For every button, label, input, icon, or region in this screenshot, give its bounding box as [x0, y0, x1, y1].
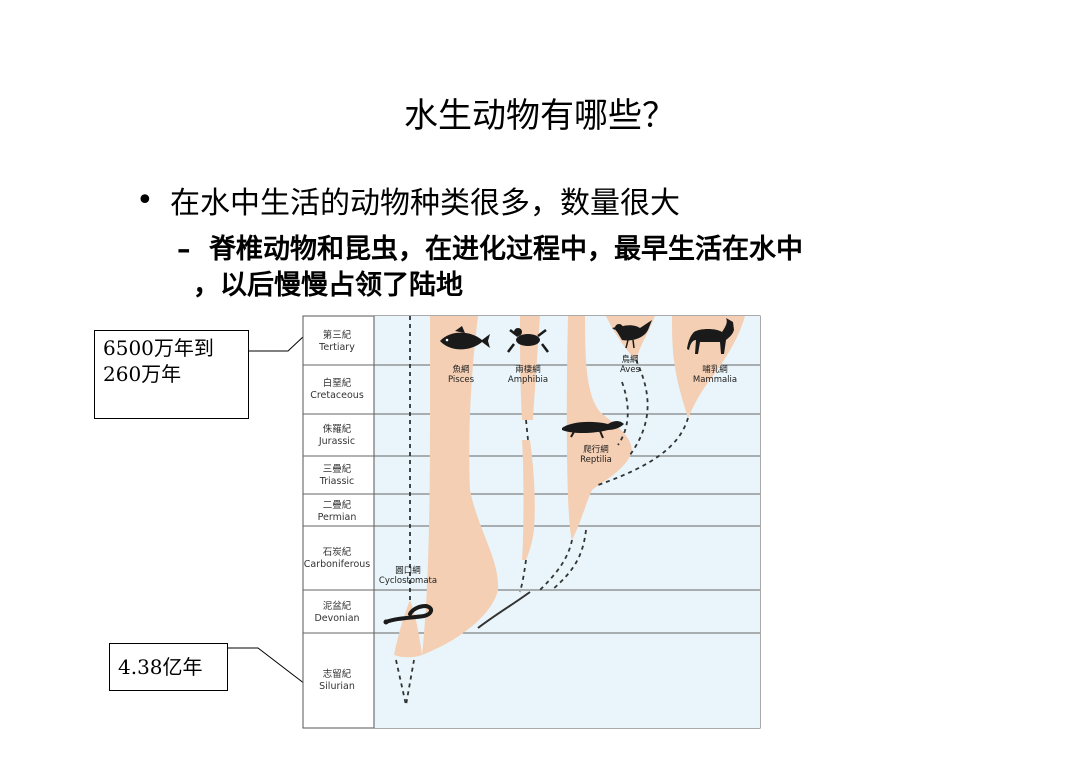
pisces-branch: [422, 316, 499, 655]
period-label-en: Triassic: [319, 476, 355, 487]
period-label-zh: 泥盆紀: [323, 600, 352, 612]
class-label-zh: 爬行綱: [583, 444, 609, 455]
class-label-zh: 圓口綱: [395, 565, 421, 576]
amphibia-origin-lineage: [519, 559, 527, 593]
period-label-zh: 白堊紀: [323, 377, 352, 389]
class-label-en: Aves: [620, 365, 641, 375]
period-label-zh: 第三紀: [323, 329, 352, 341]
tetrapod-origin-line: [477, 591, 531, 629]
class-label-zh: 鳥綱: [621, 354, 638, 365]
bullet-item: • 在水中生活的动物种类很多，数量很大: [136, 178, 680, 222]
callout-silurian-age: 4.38亿年: [109, 643, 228, 691]
mammal-lineage: [597, 417, 689, 486]
class-label-zh: 哺乳綱: [702, 364, 728, 375]
reptile-origin-lineage-2: [551, 529, 587, 591]
amphibia-branch-lower: [522, 440, 535, 560]
period-label-zh: 侏羅紀: [323, 423, 352, 435]
sub-bullet-dash: –: [177, 234, 191, 265]
class-label-en: Cyclostomata: [379, 576, 437, 586]
bullet-text: 在水中生活的动物种类很多，数量很大: [170, 186, 680, 221]
period-label-en: Carboniferous: [304, 559, 371, 570]
period-label-zh: 石炭紀: [323, 546, 352, 558]
period-label-en: Silurian: [319, 681, 355, 692]
period-label-en: Devonian: [314, 613, 359, 624]
aves-lineage: [629, 359, 649, 456]
horse-icon: [687, 318, 734, 354]
sub-bullet-line2: ，以后慢慢占领了陆地: [193, 270, 463, 301]
class-label-zh: 兩棲綱: [515, 364, 541, 375]
callout-bottom-leader: [228, 647, 306, 685]
sub-bullet-line1: 脊椎动物和昆虫，在进化过程中，最早生活在水中: [209, 234, 803, 265]
callout-tertiary-age: 6500万年到 260万年: [94, 330, 249, 419]
sub-bullet: –脊椎动物和昆虫，在进化过程中，最早生活在水中 ，以后慢慢占领了陆地: [177, 232, 803, 304]
callout-top-line1: 6500万年到: [103, 336, 214, 360]
lamprey-icon: [383, 603, 433, 625]
callout-top-leader: [249, 335, 305, 352]
bullet-dot: •: [136, 182, 154, 218]
callout-top-line2: 260万年: [103, 362, 182, 386]
callout-bottom-text: 4.38亿年: [118, 655, 203, 679]
fish-icon: [440, 326, 490, 350]
cyclostomata-branch: [394, 600, 422, 658]
amphibia-gap-lineage: [525, 419, 529, 441]
period-label-en: Tertiary: [318, 342, 355, 353]
period-label-en: Cretaceous: [310, 390, 364, 401]
class-label-en: Amphibia: [508, 375, 548, 385]
slide-title: 水生动物有哪些？: [404, 96, 676, 136]
period-label-zh: 二疊紀: [323, 499, 352, 511]
class-label-zh: 魚綱: [452, 364, 469, 375]
period-label-en: Permian: [318, 512, 357, 523]
amphibian-icon: [507, 328, 549, 353]
period-label-en: Jurassic: [318, 436, 355, 447]
period-label-zh: 三疊紀: [323, 463, 352, 475]
bird-icon: [612, 320, 652, 349]
class-label-en: Pisces: [448, 375, 475, 385]
class-label-en: Mammalia: [693, 375, 737, 385]
class-label-en: Reptilia: [580, 455, 612, 465]
period-label-zh: 志留紀: [323, 668, 352, 680]
reptile-icon: [562, 421, 624, 439]
